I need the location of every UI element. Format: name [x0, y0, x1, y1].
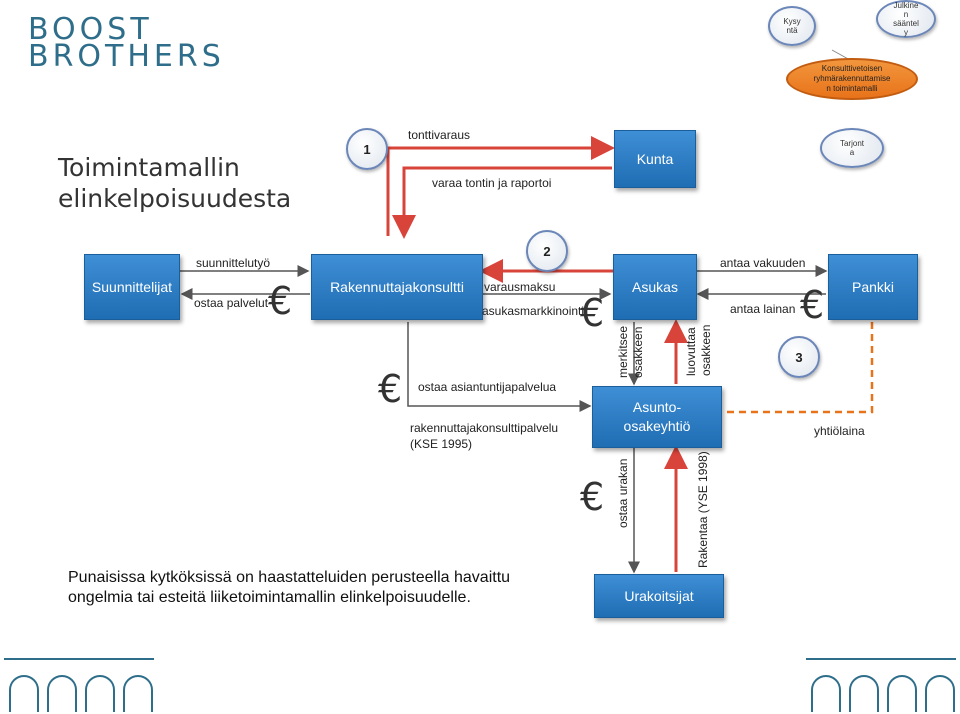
konsulttivetoinen-bubble: Konsulttivetoisen ryhmärakennuttamise n …	[786, 58, 918, 100]
euro-icon-suunnittelijat: €	[268, 279, 293, 323]
varaa-tontin-label: varaa tontin ja raportoi	[432, 176, 552, 190]
urakoitsijat-box: Urakoitsijat	[594, 574, 724, 618]
antaa-vakuuden-label: antaa vakuuden	[720, 256, 806, 270]
yhtiolaina-arrow	[697, 322, 874, 422]
step-3-circle: 3	[778, 336, 820, 378]
footer-arches-left	[9, 675, 153, 712]
tonttivaraus-label: tonttivaraus	[408, 128, 471, 142]
step-2-circle: 2	[526, 230, 568, 272]
logo-line-2: BROTHERS	[28, 39, 225, 74]
suunnittelijat-box: Suunnittelijat	[84, 254, 180, 320]
euro-icon-pankki: €	[800, 283, 825, 327]
euro-icon-urakka: €	[580, 475, 605, 519]
tonttivaraus-arrow	[386, 136, 615, 236]
suunnittelutyo-label: suunnittelutyö	[196, 256, 271, 270]
footer-arches-right	[811, 675, 955, 712]
asukas-box: Asukas	[613, 254, 697, 320]
rakentaa-label: Rakentaa (YSE 1998)	[696, 451, 710, 568]
ostaa-urakan-label: ostaa urakan	[616, 458, 630, 528]
kunta-box: Kunta	[614, 130, 696, 188]
antaa-lainan-label: antaa lainan	[730, 302, 796, 316]
varausmaksu-label: varausmaksu	[484, 280, 556, 294]
rakennuttajakonsulttipalvelu-label: rakennuttajakonsulttipalvelu (KSE 1995)	[410, 421, 559, 451]
boost-brothers-logo: BOOST BROTHERS	[28, 12, 225, 74]
julkinen-saantely-bubble: Julkine n sääntel y	[876, 0, 936, 38]
rakennuttajakonsultti-box: Rakennuttajakonsultti	[311, 254, 483, 320]
merkitsee-osakkeen-label: merkitsee osakkeen	[616, 325, 645, 378]
footer-note: Punaisissa kytköksissä on haastatteluide…	[68, 569, 511, 606]
page-title: Toimintamallin elinkelpoisuudesta	[58, 152, 291, 214]
varaa-arrow	[392, 166, 612, 239]
ostaa-palvelut-label: ostaa palvelut	[194, 296, 269, 310]
kysynta-bubble: Kysy ntä	[768, 6, 816, 46]
step-1-circle: 1	[346, 128, 388, 170]
asunto-osakeyhtio-box: Asunto- osakeyhtiö	[592, 386, 722, 448]
tarjonta-bubble: Tarjont a	[820, 128, 884, 168]
title-line-1: Toimintamallin	[58, 153, 240, 182]
yhtiolaina-label: yhtiölaina	[814, 424, 865, 438]
pankki-box: Pankki	[828, 254, 918, 320]
asiantuntija-arrow	[407, 322, 592, 412]
ostaa-asiantuntijapalvelua-label: ostaa asiantuntijapalvelua	[418, 380, 557, 394]
luovuttaa-osakkeen-label: luovuttaa osakkeen	[684, 324, 713, 376]
title-line-2: elinkelpoisuudesta	[58, 184, 292, 213]
euro-icon-asukas: €	[580, 291, 605, 335]
logo-line-1: BOOST	[28, 12, 153, 47]
asukasmarkkinointi-label: asukasmarkkinointi	[482, 304, 585, 318]
euro-icon-asiantuntija: €	[378, 367, 403, 411]
